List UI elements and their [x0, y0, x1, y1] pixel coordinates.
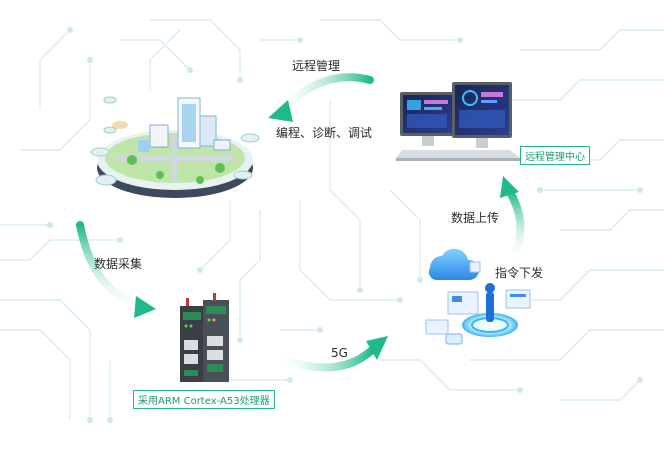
processor-label: 采用ARM Cortex-A53处理器 [133, 390, 275, 409]
management-center-illustration [396, 82, 520, 161]
gateway-device-illustration [180, 293, 229, 382]
network-arrowhead [366, 336, 388, 360]
network-label: 5G [331, 346, 348, 360]
remote-management-arrowhead [268, 100, 293, 122]
cloud-platform-illustration [425, 248, 531, 345]
remote-management-arrow [281, 73, 374, 114]
circuit-nodes [47, 27, 643, 423]
data-collection-arrow [76, 221, 144, 309]
remote-management-center-label: 远程管理中心 [520, 146, 590, 165]
upload-arrowhead [500, 176, 519, 198]
circuit-background [0, 19, 664, 420]
data-collection-label: 数据采集 [94, 257, 143, 271]
smart-city-illustration [90, 96, 260, 198]
programming-diagnosis-debug-label: 编程、诊断、调试 [276, 126, 373, 140]
upload-arrow [506, 188, 525, 259]
command-dispatch-label: 指令下发 [495, 266, 544, 280]
network-arrow [281, 346, 376, 372]
remote-management-label: 远程管理 [292, 59, 341, 73]
data-upload-label: 数据上传 [451, 211, 500, 225]
data-collection-arrowhead [134, 296, 156, 318]
